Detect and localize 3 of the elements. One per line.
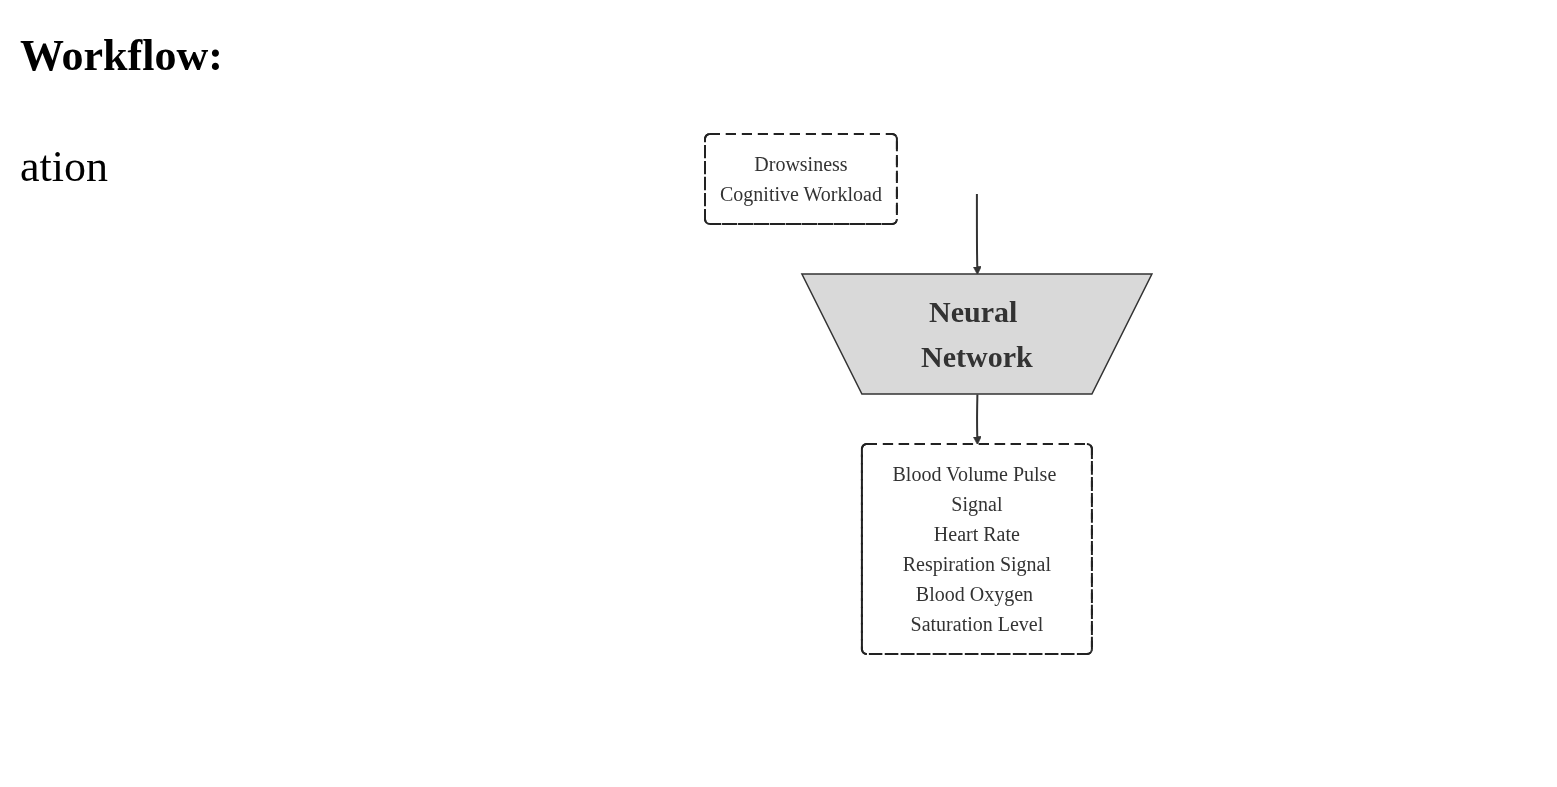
arrow	[972, 393, 982, 445]
text-label: ation	[20, 141, 109, 192]
heading-label: Workflow:	[20, 30, 224, 81]
